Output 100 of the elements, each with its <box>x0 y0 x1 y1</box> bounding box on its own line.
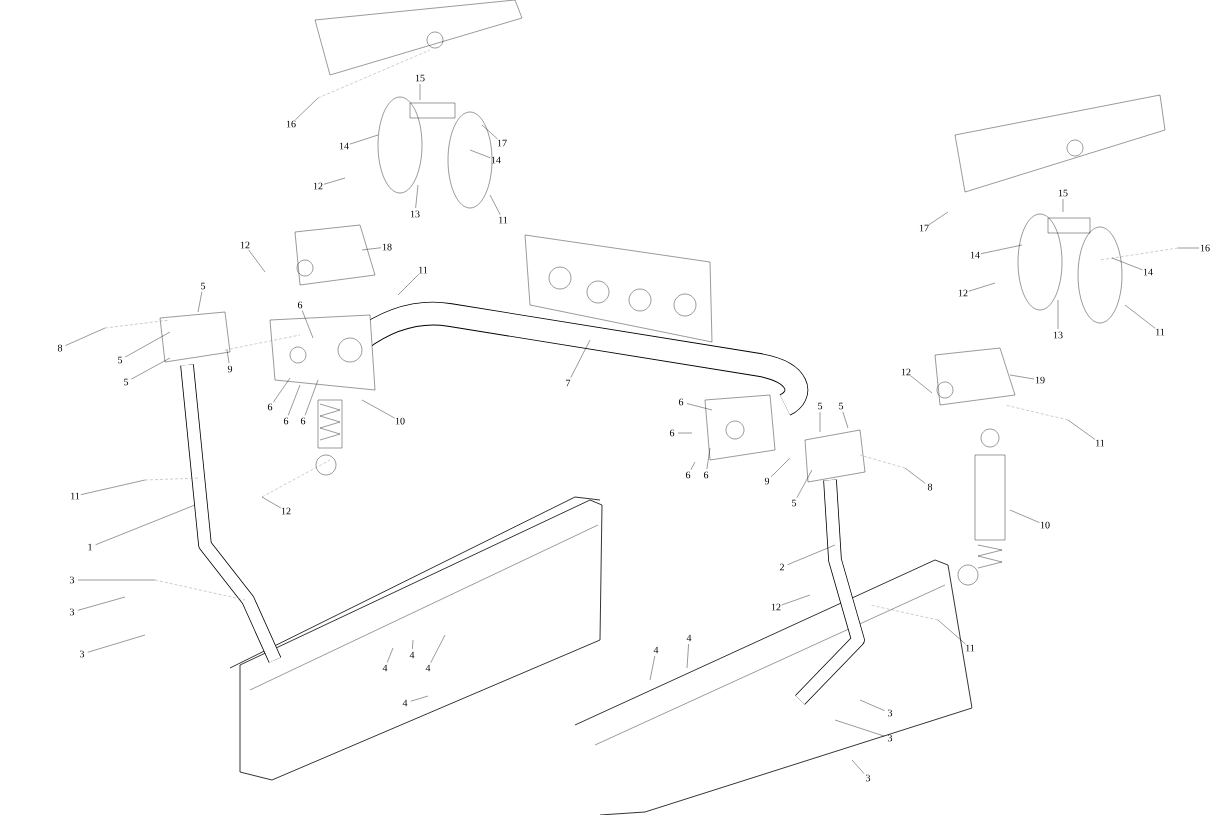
leader-line <box>1062 198 1064 213</box>
leader-line <box>796 469 813 498</box>
callout-number: 11 <box>1156 328 1165 336</box>
callout-number: 14 <box>339 142 349 150</box>
leader-line <box>419 83 421 101</box>
callout-number: 11 <box>71 492 80 500</box>
callout-number: 6 <box>669 429 675 437</box>
callout-number: 19 <box>1035 376 1045 384</box>
callout-number: 6 <box>300 417 306 425</box>
leader-line <box>361 399 395 419</box>
leader-line <box>1124 304 1156 329</box>
callout-number: 8 <box>57 344 63 352</box>
leader-line <box>1009 509 1040 523</box>
callout-number: 6 <box>685 471 691 479</box>
leader-line <box>819 411 821 433</box>
leader-line <box>87 634 146 653</box>
leader-line <box>937 619 966 645</box>
callout-number: 4 <box>409 651 415 659</box>
leader-line <box>248 249 266 273</box>
leader-line <box>1009 374 1035 380</box>
callout-number: 11 <box>1096 439 1105 447</box>
callout-number: 3 <box>80 650 85 658</box>
leader-line <box>1111 257 1143 271</box>
callout-number: 12 <box>281 507 291 515</box>
callout-number: 18 <box>382 243 392 251</box>
callout-number: 16 <box>1200 244 1210 252</box>
callout-number: 12 <box>771 603 781 611</box>
callout-number: 6 <box>267 403 273 411</box>
leader-line <box>904 467 926 484</box>
callout-number: 15 <box>415 74 425 82</box>
leader-line <box>851 759 865 774</box>
leader-line <box>349 134 379 145</box>
callout-number: 4 <box>382 664 388 672</box>
leader-line <box>361 247 382 251</box>
leader-line <box>65 327 106 346</box>
leader-line <box>787 544 836 565</box>
callout-number: 17 <box>919 224 929 232</box>
callout-number: 6 <box>703 471 709 479</box>
leader-line <box>131 357 171 380</box>
callout-number: 5 <box>201 282 206 290</box>
callout-number: 10 <box>1040 521 1050 529</box>
leader-line <box>910 375 933 394</box>
callout-number: 6 <box>297 301 303 309</box>
callout-number: 3 <box>70 576 75 584</box>
callout-number: 4 <box>425 664 431 672</box>
callout-number: 9 <box>227 365 233 373</box>
callout-number: 15 <box>1058 189 1068 197</box>
leader-line <box>295 97 319 121</box>
callout-number: 14 <box>1143 268 1153 276</box>
callout-number: 12 <box>958 289 968 297</box>
leader-line <box>77 596 126 611</box>
callout-number: 12 <box>313 182 323 190</box>
leader-line <box>95 504 196 545</box>
leader-line <box>302 310 314 339</box>
callout-number: 11 <box>419 266 428 274</box>
leader-line <box>968 282 996 292</box>
leader-line <box>771 457 791 477</box>
leader-line <box>410 695 429 702</box>
callout-number: 4 <box>686 634 692 642</box>
leader-line <box>570 339 591 378</box>
callout-number: 9 <box>764 477 770 485</box>
leader-line <box>842 411 849 429</box>
callout-number: 6 <box>283 417 289 425</box>
leader-line <box>261 496 281 509</box>
callout-number: 13 <box>1053 331 1063 339</box>
leader-line <box>197 291 203 313</box>
callout-number: 13 <box>410 210 420 218</box>
callout-number: 10 <box>395 417 405 425</box>
leader-line <box>397 274 419 296</box>
leader-line <box>781 594 811 606</box>
leader-line <box>481 124 498 140</box>
callout-number: 14 <box>970 251 980 259</box>
leader-line <box>387 647 394 663</box>
callout-number: 8 <box>927 483 933 491</box>
leader-line <box>273 377 291 403</box>
leader-line <box>430 634 446 663</box>
callout-number: 16 <box>286 120 296 128</box>
leader-line <box>690 461 696 470</box>
leader-line <box>649 655 656 681</box>
callout-number: 3 <box>888 709 893 717</box>
callout-number: 3 <box>866 774 871 782</box>
callout-number: 17 <box>497 139 507 147</box>
callout-number: 4 <box>402 699 408 707</box>
leader-line <box>412 639 414 650</box>
leader-line <box>415 184 419 209</box>
leader-line <box>77 579 156 581</box>
callout-number: 11 <box>499 216 508 224</box>
leader-line <box>706 447 711 470</box>
leader-line <box>677 432 693 434</box>
callout-number: 5 <box>818 402 823 410</box>
leader-line <box>288 384 301 416</box>
leader-line <box>323 177 346 185</box>
leader-line <box>859 699 885 711</box>
callout-number: 12 <box>901 368 911 376</box>
leader-line <box>834 719 885 737</box>
callout-number: 5 <box>839 402 844 410</box>
callout-number: 4 <box>653 646 659 654</box>
leader-line <box>928 211 949 225</box>
callout-number: 3 <box>70 608 75 616</box>
callout-number: 2 <box>779 563 784 571</box>
